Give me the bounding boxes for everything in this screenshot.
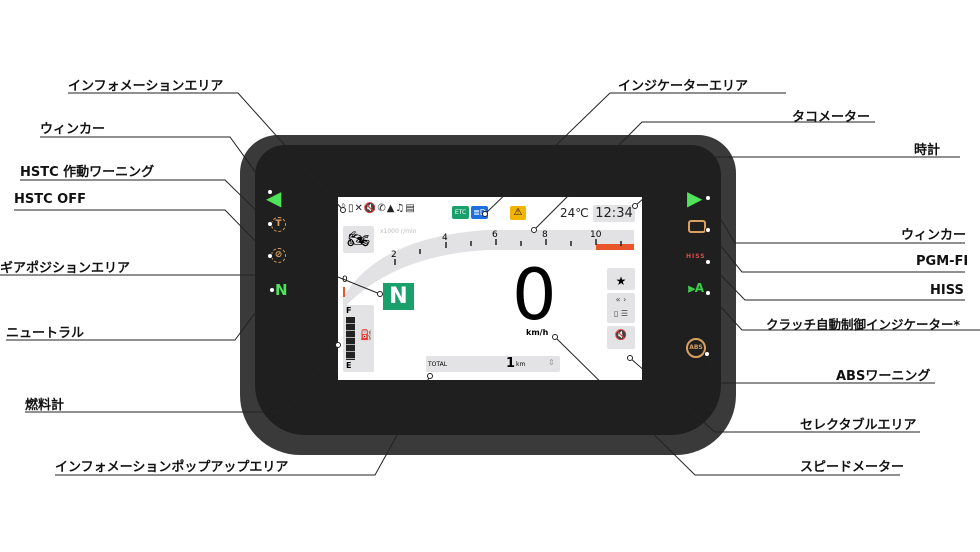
callout-hstc-off: HSTC OFF [14, 192, 86, 207]
fuel-empty-label: E [346, 361, 352, 370]
warning-icon: ⚠ [510, 206, 526, 220]
favorite-star-icon: ★ [607, 268, 635, 290]
mute-icon: 🔇 [607, 326, 635, 349]
temperature: 24℃ [560, 206, 589, 220]
tach-needle [343, 287, 345, 297]
callout-left-turn-signal: ウィンカー [40, 122, 106, 137]
callout-information-area: インフォメーションエリア [68, 79, 224, 94]
total-unit: km [516, 361, 526, 368]
fuel-full-label: F [346, 306, 352, 315]
scroll-icon: ⇕ [548, 358, 555, 367]
clock: 12:34 [593, 205, 635, 222]
tach-red-zone [596, 244, 634, 250]
callout-clock: 時計 [914, 143, 941, 158]
callout-indicator-area: インジケーターエリア [618, 79, 749, 94]
fuel-level-bar [346, 317, 355, 360]
callout-info-popup-area: インフォメーションポップアップエリア [55, 460, 289, 475]
tach-label-4: 4 [442, 233, 448, 243]
clutch-indicator: ⫸A [688, 281, 704, 296]
tach-label-6: 6 [492, 230, 498, 240]
callout-fuel-gauge: 燃料計 [25, 398, 65, 413]
callout-right-turn-signal: ウィンカー [901, 228, 967, 243]
callout-neutral: ニュートラル [6, 326, 85, 341]
rider-mode-icon: 🏍 [343, 226, 374, 253]
callout-gear-position-area: ギアポジションエリア [0, 261, 131, 276]
info-popup-bar: TOTAL 1 km ⇕ [426, 356, 560, 372]
tach-arc [343, 230, 634, 309]
callout-selectable-area: セレクタブルエリア [800, 418, 917, 433]
fuel-gauge: F ⛽ E [343, 305, 374, 372]
hiss-indicator: HISS [686, 253, 706, 260]
fuel-pump-icon: ⛽ [360, 330, 373, 341]
tft-screen: ᛒ▯✕🔇✆▲♫▤ ETC ≣D ⚠ 24℃ 12:34 🏍 x1000 r/mi… [338, 197, 642, 380]
gear-position: N [383, 283, 414, 310]
right-turn-arrow-icon: ▶ [687, 186, 703, 210]
callout-abs-warning: ABSワーニング [836, 369, 931, 384]
callout-pgm-fi: PGM-FI [916, 254, 969, 269]
callout-hiss: HISS [930, 283, 964, 298]
abs-warning-icon: ABS [686, 338, 706, 358]
tachometer [343, 230, 634, 309]
speed-unit: km/h [526, 328, 549, 337]
callout-clutch-indicator: クラッチ自動制御インジケーター* [766, 317, 961, 332]
pgm-fi-engine-icon [688, 220, 706, 233]
etc-badge: ETC [452, 206, 469, 219]
tach-label-8: 8 [542, 230, 548, 240]
total-value: 1 [506, 356, 516, 371]
speed-value: 0 [512, 254, 557, 336]
callout-tachometer: タコメーター [792, 110, 871, 125]
total-label: TOTAL [428, 361, 448, 368]
status-icons: ᛒ▯✕🔇✆▲♫▤ [341, 203, 416, 214]
clutch-letter: A [694, 281, 705, 295]
callout-speedometer: スピードメーター [800, 460, 905, 475]
neutral-indicator: N [275, 281, 288, 299]
tach-label-2: 2 [391, 250, 397, 260]
clutch-icon: ⫸ [688, 281, 695, 295]
menu-selector-icon: « ›▯ ☰ [607, 293, 635, 323]
tach-unit: x1000 r/min [380, 228, 417, 235]
tach-label-10: 10 [590, 230, 602, 240]
callout-hstc-warning: HSTC 作動ワーニング [20, 165, 155, 180]
